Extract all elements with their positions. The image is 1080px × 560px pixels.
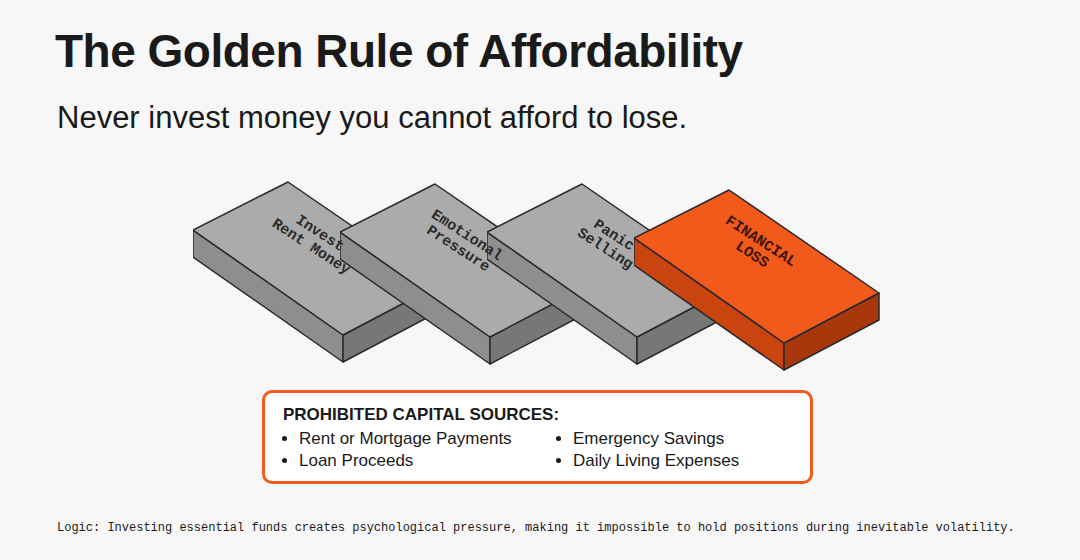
title: The Golden Rule of Affordability bbox=[55, 24, 743, 78]
prohibited-box: PROHIBITED CAPITAL SOURCES: Rent or Mortg… bbox=[262, 390, 813, 484]
bullet-item: Rent or Mortgage Payments bbox=[299, 429, 573, 449]
subtitle: Never invest money you cannot afford to … bbox=[57, 100, 687, 136]
slab-shape bbox=[634, 188, 884, 373]
bullet-item: Daily Living Expenses bbox=[573, 451, 792, 471]
bullet-item: Loan Proceeds bbox=[299, 451, 573, 471]
logic-note: Logic: Investing essential funds creates… bbox=[57, 521, 1057, 535]
bullet-list: Rent or Mortgage PaymentsEmergency Savin… bbox=[283, 429, 792, 471]
highlight-slab: FINANCIAL LOSS bbox=[634, 188, 884, 373]
bullet-item: Emergency Savings bbox=[573, 429, 792, 449]
box-heading: PROHIBITED CAPITAL SOURCES: bbox=[283, 405, 792, 425]
